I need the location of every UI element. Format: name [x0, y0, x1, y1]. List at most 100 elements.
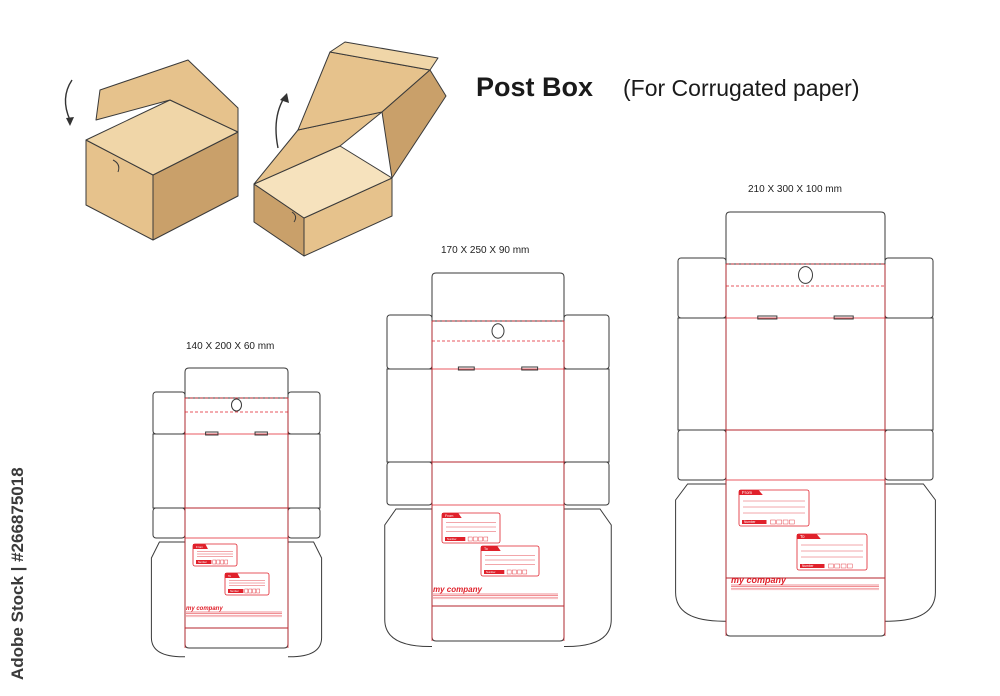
box1-rotate-arrow: [64, 79, 73, 121]
lock-slot-left: [457, 366, 475, 371]
label-card-digit-box: [248, 588, 253, 594]
label-card-number-text: Number: [447, 537, 457, 541]
label-card-border: [796, 533, 868, 571]
label-card-tab-text: From: [445, 514, 453, 518]
label-card-digit-box: [840, 563, 847, 569]
top-tuck-flap: [431, 272, 565, 321]
label-card-number-text: Number: [230, 590, 239, 593]
dim-label-medium: 170 X 250 X 90 mm: [441, 245, 530, 256]
lid-panel: [725, 263, 886, 431]
label-card-digit-box: [256, 588, 260, 594]
label-card-digit-box: [834, 563, 840, 569]
label-card-number-bar: [196, 560, 212, 564]
label-card-digit-box: [782, 519, 789, 525]
label-card-digit-box: [478, 536, 483, 542]
label-card-number-bar: [484, 570, 505, 574]
label-card-number-text: Number: [802, 564, 814, 568]
right-dust-flap: [287, 507, 321, 539]
label-card-digit-box: [512, 569, 517, 575]
top-tuck-flap: [725, 211, 886, 264]
label-card-tab: [442, 513, 462, 518]
lock-slot-right: [254, 431, 268, 436]
label-card-digit-box: [483, 536, 489, 542]
thumb-hole: [491, 323, 505, 339]
front-panel: [431, 606, 565, 642]
label-card-digit-box: [770, 519, 776, 525]
label-card-digit-box: [776, 519, 782, 525]
label-card-tab-text: From: [196, 545, 204, 549]
box1-arrow-head: [66, 117, 74, 126]
dim-label-small: 140 X 200 X 60 mm: [186, 341, 275, 352]
box2-rotate-arrow: [275, 97, 285, 149]
label-card-number-bar: [445, 537, 466, 541]
right-side-wall: [884, 317, 934, 431]
left-upper-wing: [152, 391, 186, 435]
right-upper-wing: [287, 391, 321, 435]
label-card-number-bar: [800, 564, 825, 568]
left-dust-flap: [677, 429, 727, 481]
right-upper-wing: [563, 314, 610, 370]
box2-lid-flap: [329, 41, 439, 71]
label-card-tab-text: From: [742, 490, 752, 495]
left-side-wall: [152, 433, 186, 509]
company-text: my company: [186, 606, 223, 612]
right-upper-wing: [884, 257, 934, 319]
box2-thumb-notch: [291, 211, 297, 223]
left-upper-wing: [677, 257, 727, 319]
thumb-hole: [798, 266, 813, 284]
right-lower-wing: [564, 508, 612, 647]
right-lower-wing: [885, 483, 936, 622]
right-side-wall: [287, 433, 321, 509]
label-card-tab-text: To: [800, 534, 805, 539]
left-lower-wing: [150, 541, 185, 658]
label-card-digit-box: [467, 536, 473, 542]
lock-slot-right: [833, 315, 854, 320]
left-lower-wing: [675, 483, 726, 622]
box2-arrow-head: [280, 93, 289, 103]
label-card-digit-box: [506, 569, 512, 575]
label-card-digit-box: [522, 569, 528, 575]
label-card-number-text: Number: [486, 570, 496, 574]
box2-right-wall: [381, 69, 447, 179]
top-tuck-flap: [184, 367, 289, 398]
subtitle: (For Corrugated paper): [623, 75, 860, 101]
box1-lid: [95, 59, 239, 133]
label-card-number-bar: [742, 520, 767, 524]
lock-slot-right: [521, 366, 539, 371]
label-card-digit-box: [252, 588, 257, 594]
left-lower-wing: [384, 508, 432, 647]
label-card-border: [441, 512, 501, 544]
label-card-digit-box: [517, 569, 522, 575]
label-card-digit-box: [216, 559, 221, 565]
label-card-digit-box: [473, 536, 478, 542]
label-card-digit-box: [847, 563, 853, 569]
right-dust-flap: [884, 429, 934, 481]
company-text: my company: [433, 585, 482, 594]
lid-panel: [184, 397, 289, 509]
label-card-digit-box: [244, 588, 249, 594]
label-card-tab: [797, 534, 821, 539]
thumb-hole: [231, 398, 242, 412]
left-side-wall: [386, 368, 433, 463]
label-card-number-bar: [228, 589, 244, 593]
label-card-digit-box: [789, 519, 795, 525]
left-side-wall: [677, 317, 727, 431]
dim-label-large: 210 X 300 X 100 mm: [748, 184, 842, 195]
front-panel: [184, 628, 289, 649]
label-card-digit-box: [212, 559, 217, 565]
left-dust-flap: [386, 461, 433, 506]
label-card-number-text: Number: [744, 520, 756, 524]
label-card-tab-text: To: [228, 574, 232, 578]
right-dust-flap: [563, 461, 610, 506]
label-card-number-text: Number: [198, 561, 207, 564]
label-card-border: [738, 489, 810, 527]
box1-thumb-notch: [112, 159, 120, 173]
